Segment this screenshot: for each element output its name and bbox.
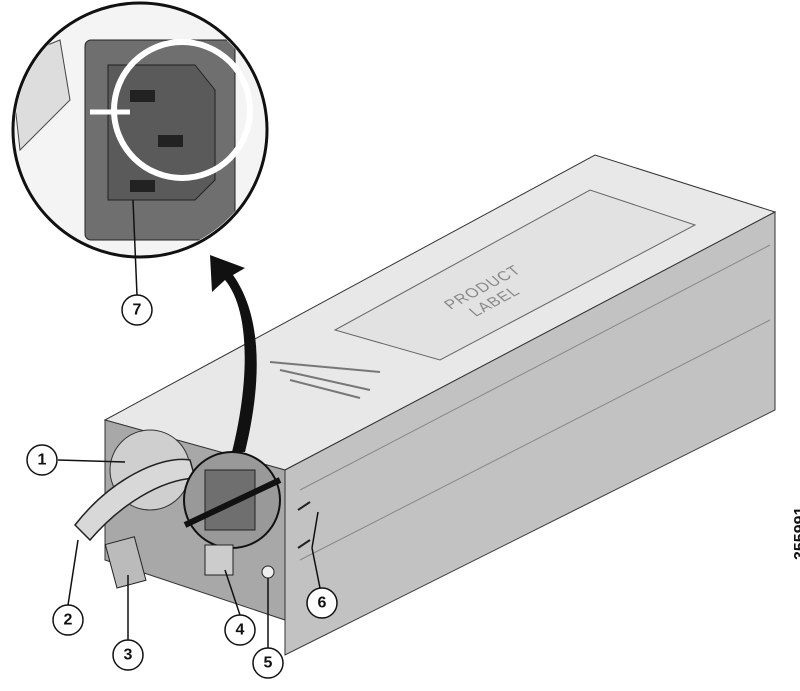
product-label-area: [333, 189, 697, 361]
svg-text:5: 5: [264, 655, 273, 672]
callout-1: 1: [26, 444, 58, 476]
callout-5: 5: [252, 647, 284, 679]
svg-text:6: 6: [318, 595, 327, 612]
latch: [104, 536, 147, 589]
inlet-pin: [130, 90, 155, 102]
svg-text:7: 7: [133, 302, 142, 319]
vent-slots: [269, 361, 381, 399]
callout-2: 2: [52, 604, 84, 636]
screw: [261, 565, 275, 579]
svg-text:2: 2: [64, 612, 73, 629]
status-leds: [297, 501, 311, 549]
callout-7: 7: [121, 294, 153, 326]
inlet-pin: [130, 180, 155, 192]
callouts: [57, 199, 321, 648]
svg-text:1: 1: [38, 452, 47, 469]
svg-text:4: 4: [236, 622, 245, 639]
svg-text:3: 3: [124, 647, 133, 664]
callout-6: 6: [306, 587, 338, 619]
ac-inlet: [204, 469, 256, 531]
led: [204, 544, 234, 576]
callout-3: 3: [112, 639, 144, 671]
callout-4: 4: [224, 614, 256, 646]
side-rails: [299, 244, 771, 561]
figure-id: 355991: [792, 506, 800, 560]
inlet-pin: [158, 135, 183, 147]
magnify-arrow: [210, 255, 257, 452]
